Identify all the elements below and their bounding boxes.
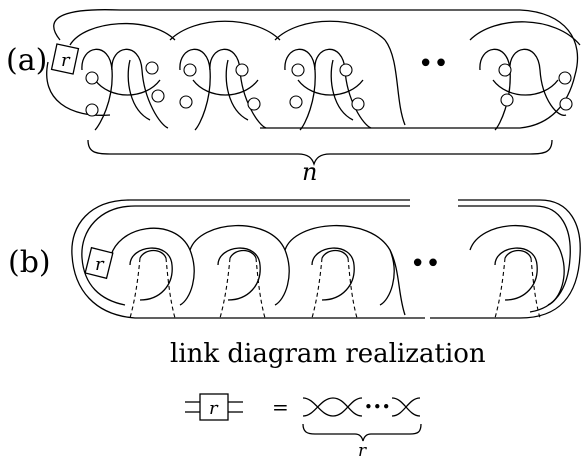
panel-a-ellipsis: •• <box>418 49 449 79</box>
panel-b-gap-strand <box>389 249 406 316</box>
legend-count-label: r <box>358 441 367 460</box>
panel-b-ellipsis: •• <box>410 249 441 279</box>
panel-b-unit-1 <box>109 227 195 319</box>
panel-a-outer-strand <box>53 9 579 129</box>
panel-b-inner-strand-right <box>458 205 571 313</box>
panel-b-r-box: r <box>84 246 114 280</box>
panel-a-count-label: n <box>302 158 317 186</box>
panel-a-unit-2 <box>169 20 281 131</box>
legend-r-box: r <box>185 393 243 421</box>
panel-a-label: (a) <box>6 43 47 78</box>
panel-a-unit-3 <box>274 20 386 131</box>
panel-b-inner-strand <box>81 205 410 306</box>
panel-b-outer-strand-right <box>430 199 581 319</box>
panel-b-r-label: r <box>95 254 105 275</box>
panel-a-gap-strand <box>384 39 406 126</box>
panel-a-brace <box>87 139 553 167</box>
legend-brace <box>302 423 422 442</box>
panel-b-label: (b) <box>8 245 51 280</box>
panel-a-r-label: r <box>61 50 71 71</box>
panel-a-unit-1 <box>69 23 176 131</box>
legend-r-label: r <box>209 398 219 419</box>
panel-b-unit-n <box>469 224 565 319</box>
legend: r = ••• r <box>185 393 422 460</box>
panel-b-outer-strand <box>71 199 425 319</box>
panel-a-r-box: r <box>50 43 80 75</box>
panel-b-unit-2 <box>189 224 290 319</box>
panel-a-unit-n <box>469 21 581 131</box>
panel-b-unit-3 <box>284 224 395 319</box>
legend-equals: = <box>272 395 289 419</box>
legend-ellipsis: ••• <box>364 398 391 416</box>
panel-a-outer-strand-left <box>46 61 111 116</box>
panel-a: (a) <box>6 9 581 186</box>
panel-b: (b) •• <box>8 199 581 319</box>
legend-twists: ••• <box>302 397 421 417</box>
caption: link diagram realization <box>170 339 486 369</box>
